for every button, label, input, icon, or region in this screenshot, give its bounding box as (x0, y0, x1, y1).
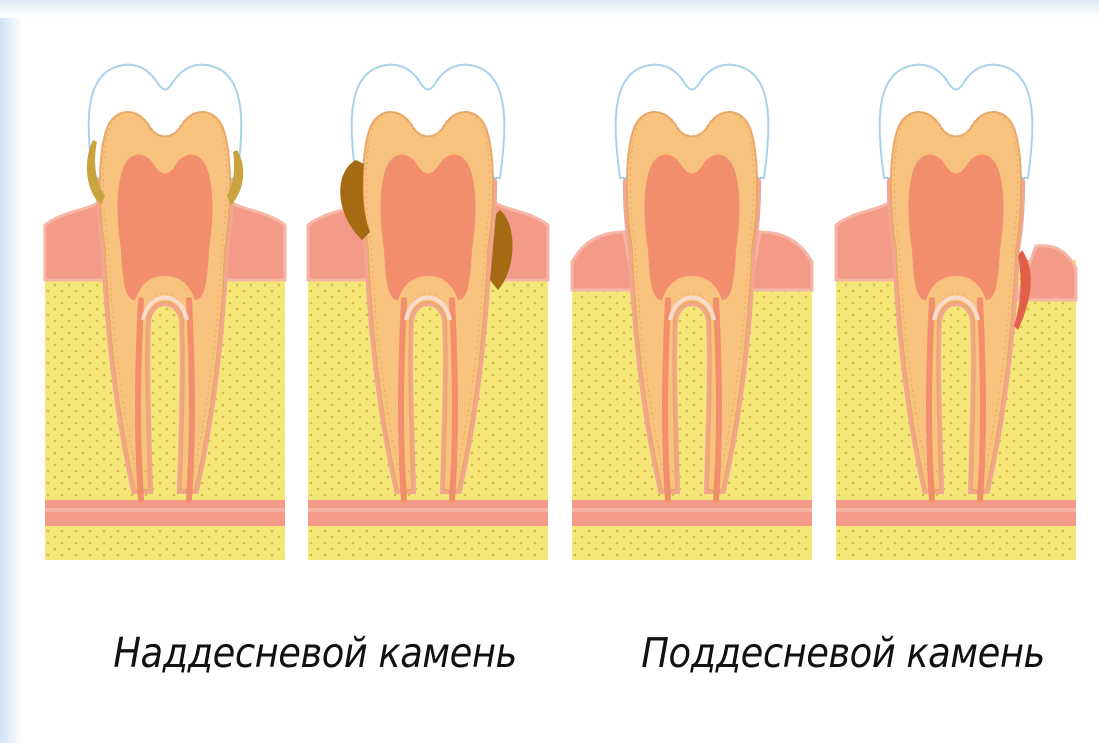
periosteum-highlight (308, 508, 548, 512)
tooth-panel-1 (45, 65, 285, 560)
periosteum-band (836, 500, 1076, 526)
periosteum-highlight (45, 508, 285, 512)
periosteum-band (308, 500, 548, 526)
periosteum-band (572, 500, 812, 526)
tooth-panel-4 (836, 65, 1076, 560)
teeth-diagram (0, 0, 1099, 600)
periosteum-highlight (836, 508, 1076, 512)
supragingival-calculus-caption: Наддесневой камень (80, 618, 550, 688)
periosteum-band (45, 500, 285, 526)
periosteum-highlight (572, 508, 812, 512)
tooth-panel-3 (572, 65, 812, 560)
tooth-panel-2 (308, 65, 548, 560)
subgingival-calculus-caption: Поддесневой камень (608, 618, 1078, 688)
